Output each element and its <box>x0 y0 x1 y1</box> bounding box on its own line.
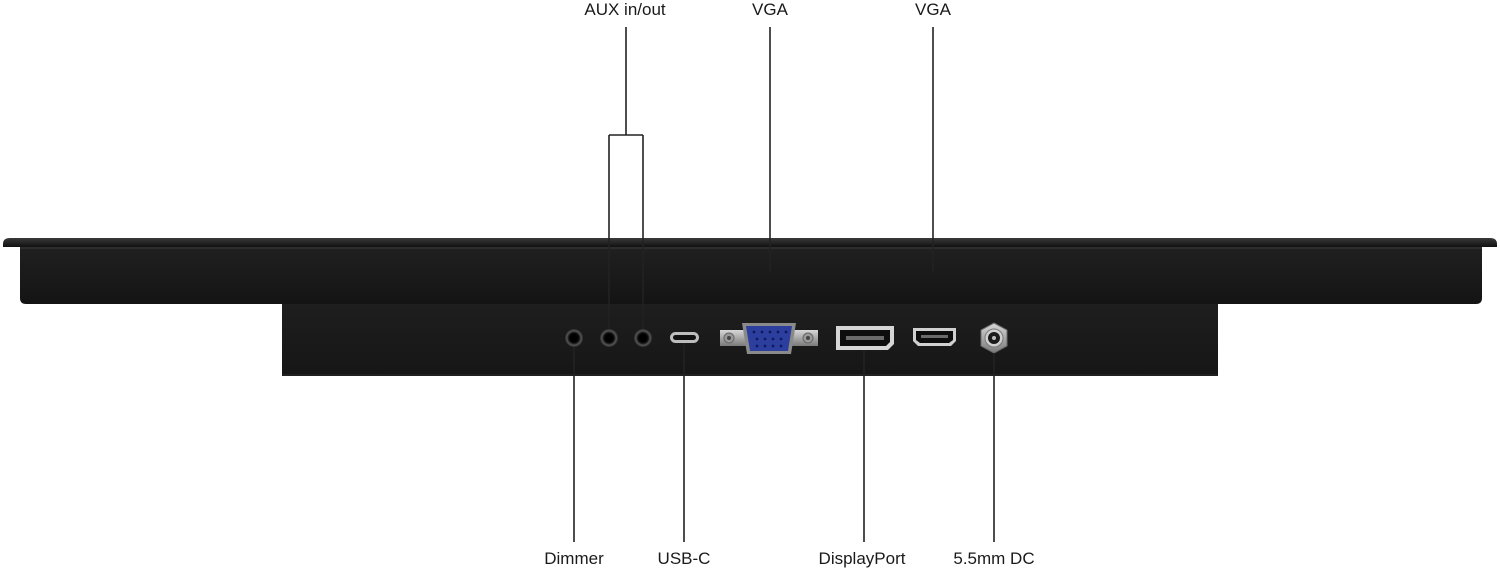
label-vga-1: VGA <box>752 0 788 19</box>
hdmi-port-icon <box>913 328 956 346</box>
dc-power-jack-icon <box>980 322 1008 354</box>
aux-out-jack-icon <box>634 329 652 347</box>
label-aux-in-out: AUX in/out <box>584 0 666 19</box>
monitor-body <box>20 247 1482 307</box>
label-usb-c: USB-C <box>657 549 711 568</box>
callout-lines <box>573 27 995 542</box>
label-dc: 5.5mm DC <box>953 549 1035 568</box>
usb-c-port-icon <box>670 332 699 343</box>
aux-in-jack-icon <box>600 329 618 347</box>
vga-port-icon <box>720 323 818 354</box>
bezel-frame <box>3 238 1497 247</box>
label-vga-2: VGA <box>915 0 951 19</box>
dimmer-jack-icon <box>565 329 583 347</box>
label-displayport: DisplayPort <box>818 549 906 568</box>
displayport-port-icon <box>836 326 894 350</box>
label-dimmer: Dimmer <box>544 549 604 568</box>
